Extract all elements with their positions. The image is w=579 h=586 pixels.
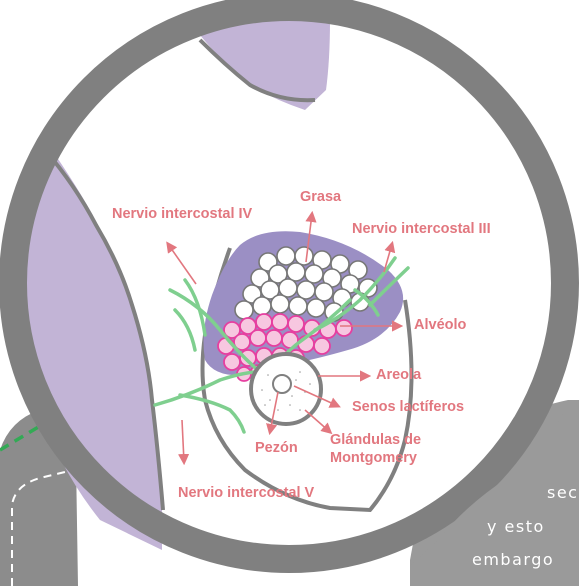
card-text-line3: embargo <box>472 550 554 569</box>
label-glandulas-line2: Montgomery <box>330 451 417 466</box>
label-areola: Areola <box>376 368 421 383</box>
label-senos-lactiferos: Senos lactíferos <box>352 400 464 415</box>
label-nervio-intercostal-iii: Nervio intercostal III <box>352 222 491 237</box>
label-grasa: Grasa <box>300 190 341 205</box>
label-nervio-intercostal-iv: Nervio intercostal IV <box>112 207 252 222</box>
label-nervio-intercostal-v: Nervio intercostal V <box>178 486 314 501</box>
nipple <box>273 375 291 393</box>
label-alveolo: Alvéolo <box>414 318 466 333</box>
label-pezon: Pezón <box>255 441 298 456</box>
card-text-line1: sec <box>547 483 578 502</box>
label-glandulas-line1: Glándulas de <box>330 433 421 448</box>
card-text-line2: y esto <box>487 517 545 536</box>
